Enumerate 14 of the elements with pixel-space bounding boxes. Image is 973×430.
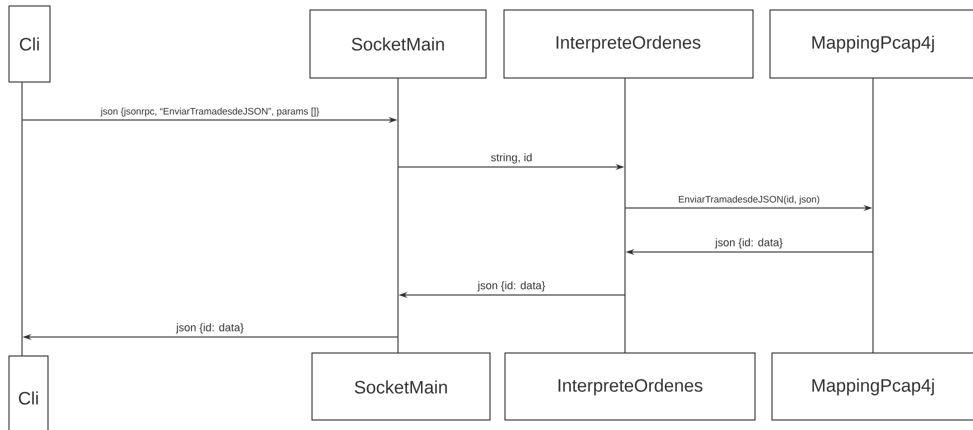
- participant-box: InterpreteOrdenes: [504, 352, 756, 420]
- participant-box: SocketMain: [310, 10, 486, 78]
- edge-label: json {jsonrpc, “EnviarTramadesdeJSON”, params []}: [100, 108, 320, 116]
- edge-label: json {id: data}: [714, 238, 783, 248]
- participant-box: Cli: [8, 6, 51, 82]
- edge-label: string, id: [491, 153, 532, 164]
- participant-box: SocketMain: [312, 352, 490, 420]
- participant-box: MappingPcap4j: [770, 10, 973, 78]
- participant-box: InterpreteOrdenes: [504, 10, 754, 78]
- edge-label: json {id: data}: [176, 323, 244, 334]
- participant-box: Cli: [8, 356, 49, 430]
- edge-label: json {id: data}: [477, 281, 546, 292]
- edge-label: EnviarTramadesdeJSON(id, json): [678, 196, 820, 204]
- participant-box: MappingPcap4j: [772, 352, 973, 420]
